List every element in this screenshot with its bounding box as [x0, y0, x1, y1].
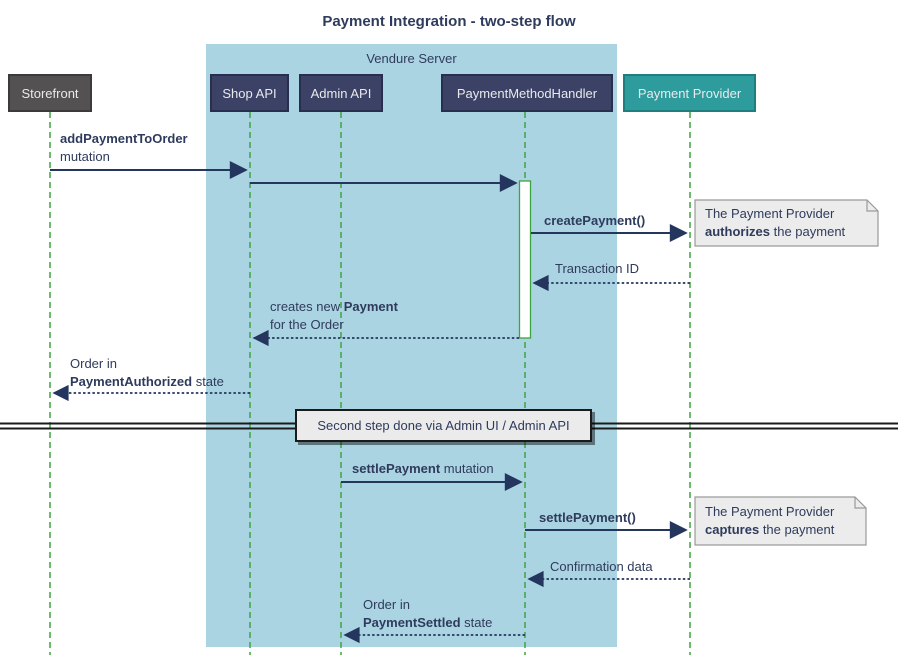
note-authorize-fold-icon: [866, 200, 878, 212]
note-authorize: The Payment Provider authorizes the paym…: [705, 205, 845, 241]
message-text: mutation: [440, 461, 494, 476]
note-text-line: authorizes: [705, 224, 771, 239]
note-capture-fold-icon: [854, 497, 866, 509]
vendure-server-label: Vendure Server: [366, 51, 457, 66]
message-text: Order in: [70, 356, 117, 371]
message-text: state: [192, 374, 224, 389]
participant-payment-provider: Payment Provider: [623, 74, 756, 112]
note-text-line: captures: [705, 522, 760, 537]
message-order-payment-authorized: Order in PaymentAuthorized state: [70, 355, 224, 391]
message-creates-new-payment: creates new Payment for the Order: [270, 298, 398, 334]
note-text-line: the payment: [759, 522, 835, 537]
message-transaction-id: Transaction ID: [555, 261, 640, 276]
message-settle-payment-call: settlePayment(): [539, 510, 636, 525]
message-order-payment-settled: Order in PaymentSettled state: [363, 596, 492, 632]
message-text: creates new: [270, 299, 344, 314]
message-text: for the Order: [270, 317, 344, 332]
note-text-line: the payment: [770, 224, 846, 239]
message-add-payment-to-order: addPaymentToOrder mutation: [60, 130, 188, 166]
participant-admin-api: Admin API: [299, 74, 383, 112]
participant-shop-api-label: Shop API: [222, 85, 277, 101]
participant-shop-api: Shop API: [210, 74, 289, 112]
divider-second-step: Second step done via Admin UI / Admin AP…: [295, 409, 592, 442]
note-shapes: [694, 199, 879, 546]
participant-admin-api-label: Admin API: [310, 85, 372, 101]
divider-label: Second step done via Admin UI / Admin AP…: [317, 418, 570, 433]
note-capture: The Payment Provider captures the paymen…: [705, 503, 834, 539]
participant-payment-method-handler-label: PaymentMethodHandler: [456, 85, 598, 101]
participant-payment-provider-label: Payment Provider: [637, 85, 742, 101]
message-arrows: [50, 161, 690, 644]
note-capture-shape: [694, 496, 867, 546]
lifelines: [49, 112, 691, 655]
activation-bar-payment-method-handler: [518, 180, 532, 339]
participant-storefront-label: Storefront: [21, 85, 79, 101]
diagram-title: Payment Integration - two-step flow: [322, 13, 576, 30]
message-settle-payment-mutation: settlePayment mutation: [352, 460, 494, 478]
message-text: PaymentSettled: [363, 615, 461, 630]
note-text-line: The Payment Provider: [705, 206, 835, 221]
note-text-line: The Payment Provider: [705, 504, 835, 519]
message-confirmation-data: Confirmation data: [550, 559, 653, 574]
message-text: PaymentAuthorized: [70, 374, 193, 389]
participant-storefront: Storefront: [8, 74, 92, 112]
vendure-server-container: [206, 44, 617, 647]
note-authorize-shape: [694, 199, 879, 247]
message-text: mutation: [60, 149, 110, 164]
message-text: Order in: [363, 597, 410, 612]
message-text: addPaymentToOrder: [60, 131, 188, 146]
message-text: state: [460, 615, 493, 630]
message-text: Payment: [343, 299, 398, 314]
message-create-payment: createPayment(): [544, 213, 646, 228]
participant-payment-method-handler: PaymentMethodHandler: [441, 74, 613, 112]
message-text: settlePayment: [352, 461, 441, 476]
